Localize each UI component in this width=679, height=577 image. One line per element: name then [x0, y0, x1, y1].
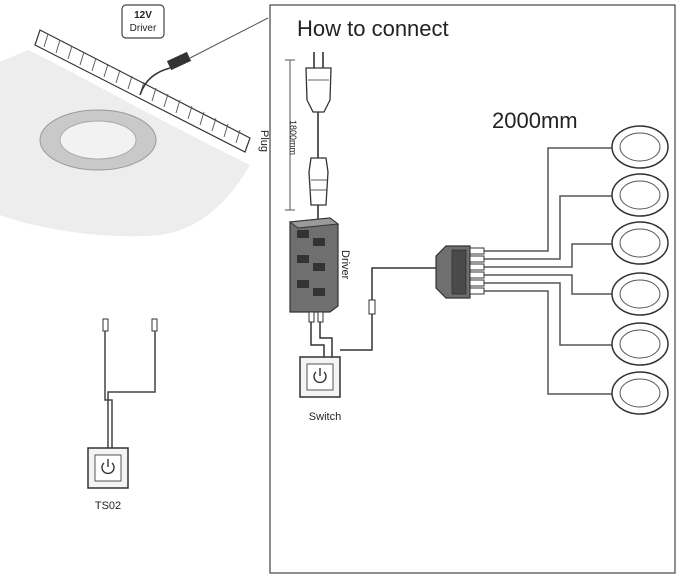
callout-line2: Driver [130, 23, 157, 34]
ceiling-wire [139, 67, 171, 96]
downlight-hole [59, 120, 137, 160]
plug [305, 52, 332, 113]
splitter-output-connectors [469, 247, 485, 295]
driver-to-switch-wire [310, 322, 325, 357]
driver-box [288, 217, 340, 313]
connection-panel: How to connect 1800mm Plug [258, 4, 676, 574]
power-icon [313, 368, 327, 384]
downlight-5 [611, 322, 669, 366]
ts02-lead-connector-right [151, 318, 158, 332]
downlight-6 [611, 371, 669, 415]
ceiling-connector [166, 51, 192, 71]
driver-to-switch-wire-2 [319, 322, 333, 357]
wire-length-label: 2000mm [492, 108, 578, 133]
switch-button [306, 363, 334, 391]
switch-label: Switch [309, 411, 341, 423]
callout-line1: 12V [134, 10, 152, 21]
splitter-output-wires [484, 147, 612, 395]
ts02-wire-right [107, 331, 156, 450]
ts02-lead-connector-left [102, 318, 109, 332]
downlight-2 [611, 173, 669, 217]
panel-title: How to connect [297, 16, 449, 41]
downlight-3 [611, 221, 669, 265]
callout-leader-line [189, 17, 269, 59]
splitter-hub [435, 245, 471, 299]
ceiling-illustration: 12V Driver [0, 4, 269, 237]
downlight-4 [611, 272, 669, 316]
ceiling-hatched-edge [34, 29, 251, 153]
driver-callout-box [121, 4, 165, 39]
plug-label: Plug [258, 130, 270, 152]
ts02-label: TS02 [95, 500, 121, 512]
cable-connector [308, 157, 329, 206]
ts02-switch-assembly: TS02 [87, 318, 158, 512]
cable-length-label: 1800mm [288, 120, 298, 155]
downlight-1 [611, 125, 669, 169]
power-icon [101, 459, 115, 475]
ts02-switch-button [94, 454, 122, 482]
driver-label: Driver [339, 250, 351, 280]
